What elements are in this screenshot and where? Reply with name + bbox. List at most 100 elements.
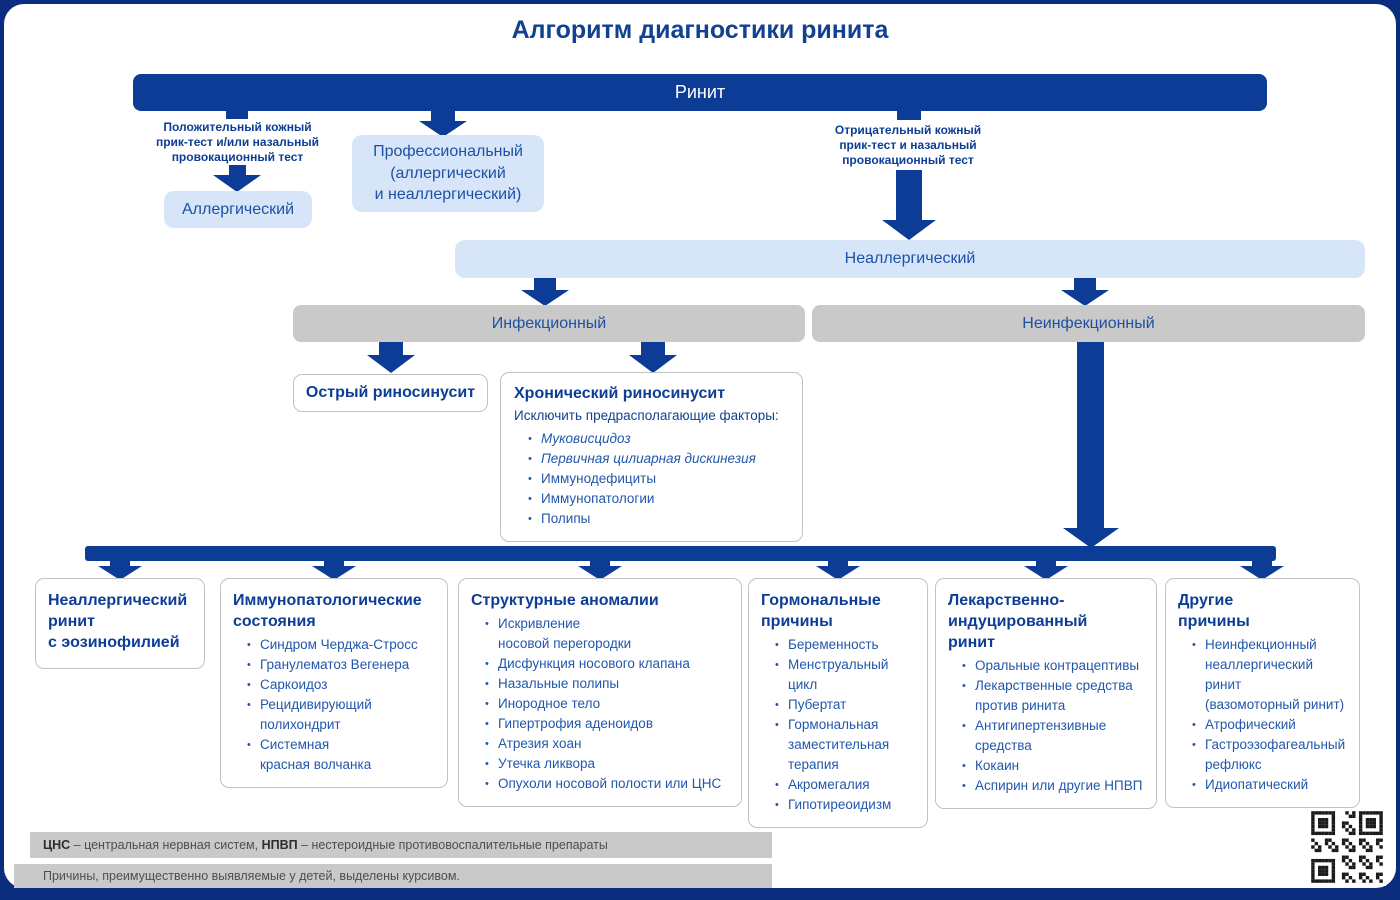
cause-box-title: Гормональные причины [761, 592, 881, 630]
cause-box-list: Неинфекционный неаллергический ринит (ва… [1178, 635, 1347, 795]
abbr-nsaid-def: – нестероидные противовоспалительные пре… [297, 838, 608, 852]
list-item: Иммунопатологии [528, 489, 789, 509]
cause-box-title: Неаллергический ринит с эозинофилией [48, 592, 188, 651]
node-infectious-label: Инфекционный [491, 314, 607, 332]
page-title: Алгоритм диагностики ринита [511, 16, 889, 44]
arrow-to-occupational-stem [431, 110, 455, 121]
node-noninfectious: Неинфекционный [812, 305, 1365, 342]
footnote-text: ЦНС – центральная нервная систем, НПВП –… [43, 838, 608, 852]
list-item: Полипы [528, 509, 789, 529]
arrow-down-icon [367, 355, 415, 373]
list-item: Синдром Черджа-Стросс [247, 635, 435, 655]
cause-box-structural: Структурные аномалии Искривление носовой… [458, 578, 742, 807]
list-item: Антигипертензивные средства [962, 716, 1144, 756]
list-item: Оральные контрацептивы [962, 656, 1144, 676]
list-item: Беременность [775, 635, 915, 655]
drop-arrow-stem [1036, 559, 1056, 567]
arrow-down-icon [98, 566, 142, 580]
drop-arrow-stem [110, 559, 130, 567]
list-item: Аспирин или другие НПВП [962, 776, 1144, 796]
list-item: Опухоли носовой полости или ЦНС [485, 774, 729, 794]
arrow-down-icon [312, 566, 356, 580]
arrow-down-icon [521, 290, 569, 306]
abbr-nsaid: НПВП [261, 838, 298, 852]
drop-arrow-stem [324, 559, 344, 567]
list-item: Назальные полипы [485, 674, 729, 694]
condition-negative-test: Отрицательный кожный прик-тест и назальн… [834, 123, 982, 167]
drop-arrow-stem [828, 559, 848, 567]
list-item: Пубертат [775, 695, 915, 715]
list-item: Атрезия хоан [485, 734, 729, 754]
connector-left-stem [226, 110, 248, 119]
cause-box-nares: Неаллергический ринит с эозинофилией [35, 578, 205, 669]
node-rhinitis: Ринит [133, 74, 1267, 111]
node-infectious: Инфекционный [293, 305, 805, 342]
cause-box-other: Другие причины Неинфекционный неаллергич… [1165, 578, 1360, 808]
arrow-down-icon [578, 566, 622, 580]
node-nonallergic-label: Неаллергический [844, 250, 976, 268]
cause-box-hormonal: Гормональные причины БеременностьМенстру… [748, 578, 928, 828]
condition-positive-test: Положительный кожный прик-тест и/или наз… [155, 120, 320, 164]
list-item: Первичная цилиарная дискинезия [528, 449, 789, 469]
list-item: Системная красная волчанка [247, 735, 435, 775]
list-item: Иммунодефициты [528, 469, 789, 489]
abbr-cns: ЦНС [43, 838, 71, 852]
arrow-down-icon [1240, 566, 1284, 580]
list-item: Гипотиреоидизм [775, 795, 915, 815]
cause-box-list: Искривление носовой перегородкиДисфункци… [471, 614, 729, 794]
cause-box-drug-induced: Лекарственно- индуцированный ринит Ораль… [935, 578, 1157, 809]
cause-box-immunopathologic: Иммунопатологические состояния Синдром Ч… [220, 578, 448, 788]
arrow-down-icon [213, 175, 261, 192]
node-noninfectious-label: Неинфекционный [1022, 314, 1155, 332]
drop-arrow-stem [590, 559, 610, 567]
list-item: Идиопатический [1192, 775, 1347, 795]
cause-box-title: Другие причины [1178, 592, 1250, 630]
list-item: Менструальный цикл [775, 655, 915, 695]
node-nonallergic: Неаллергический [455, 240, 1365, 278]
connector-right-stem [897, 110, 921, 120]
cause-box-list: Синдром Черджа-СтроссГранулематоз Вегене… [233, 635, 435, 775]
node-occupational-label: Профессиональный (аллергический и неалле… [373, 143, 523, 204]
list-item: Атрофический [1192, 715, 1347, 735]
list-item: Муковисцидоз [528, 429, 789, 449]
cause-box-title: Лекарственно- индуцированный ринит [948, 592, 1088, 651]
node-acute-rhinosinusitis: Острый риносинусит [293, 374, 488, 412]
arrow-down-icon [419, 121, 467, 137]
cause-box-list: БеременностьМенструальный циклПубертатГо… [761, 635, 915, 815]
node-allergic: Аллергический [164, 191, 312, 228]
chronic-subtitle: Исключить предрасполагающие факторы: [514, 408, 779, 423]
node-rhinitis-label: Ринит [674, 82, 726, 102]
chronic-title: Хронический риносинусит [514, 385, 726, 402]
arrow-to-noninfectious-stem [1074, 278, 1096, 290]
node-chronic-rhinosinusitis: Хронический риносинусит Исключить предра… [500, 372, 803, 542]
list-item: Искривление носовой перегородки [485, 614, 729, 654]
chronic-factors-list: МуковисцидозПервичная цилиарная дискинез… [514, 429, 789, 529]
distribution-bar [85, 546, 1276, 561]
list-item: Гипертрофия аденоидов [485, 714, 729, 734]
abbr-cns-def: – центральная нервная систем, [70, 838, 262, 852]
list-item: Саркоидоз [247, 675, 435, 695]
footnote-abbreviations: ЦНС – центральная нервная систем, НПВП –… [30, 832, 772, 858]
drop-arrow-stem [1252, 559, 1272, 567]
arrow-to-acute-stem [379, 342, 403, 355]
list-item: Гранулематоз Вегенера [247, 655, 435, 675]
cause-box-title: Иммунопатологические состояния [233, 592, 422, 630]
list-item: Кокаин [962, 756, 1144, 776]
list-item: Рецидивирующий полихондрит [247, 695, 435, 735]
arrow-down-icon [1024, 566, 1068, 580]
footnote-italics: Причины, преимущественно выявляемые у де… [14, 864, 772, 888]
footnote-italics-text: Причины, преимущественно выявляемые у де… [43, 869, 460, 883]
cause-box-title: Структурные аномалии [471, 592, 659, 609]
list-item: Неинфекционный неаллергический ринит (ва… [1192, 635, 1347, 715]
arrow-to-chronic-stem [641, 342, 665, 355]
list-item: Акромегалия [775, 775, 915, 795]
arrow-to-infectious-stem [534, 278, 556, 290]
arrow-down-icon [1061, 290, 1109, 306]
node-allergic-label: Аллергический [181, 200, 295, 218]
list-item: Утечка ликвора [485, 754, 729, 774]
list-item: Дисфункция носового клапана [485, 654, 729, 674]
arrow-to-allergic-stem [229, 165, 246, 175]
arrow-down-icon [882, 220, 936, 240]
arrow-down-icon [629, 355, 677, 373]
